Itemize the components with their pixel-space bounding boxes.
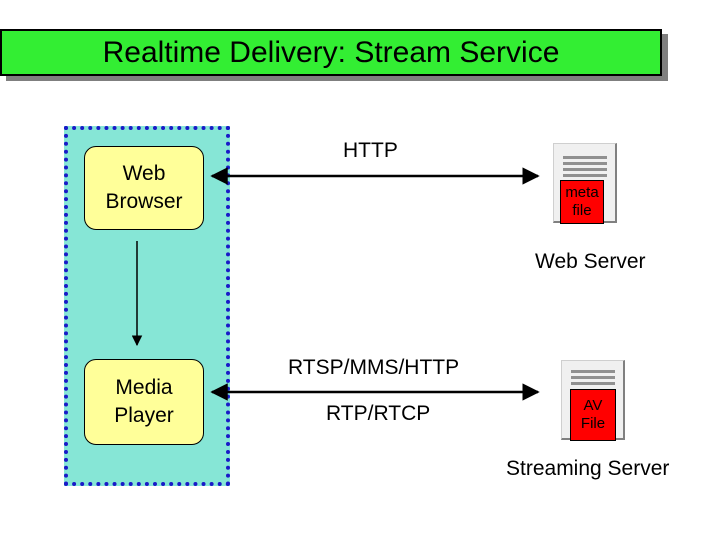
web-server-caption: Web Server (535, 250, 646, 273)
title-banner: Realtime Delivery: Stream Service (0, 29, 662, 76)
streaming-server-icon: AV File (561, 360, 625, 441)
meta-file-label: meta file (565, 184, 599, 219)
transport-protocol-label: RTP/RTCP (326, 402, 431, 425)
streaming-server-caption: Streaming Server (506, 457, 670, 480)
av-file-icon: AV File (570, 389, 616, 441)
http-label: HTTP (343, 139, 398, 162)
media-player-node: Media Player (84, 359, 204, 445)
meta-file-icon: meta file (560, 180, 604, 224)
web-browser-label: Web Browser (105, 162, 183, 213)
av-file-label: AV File (580, 397, 606, 432)
media-player-label: Media Player (114, 376, 174, 427)
web-browser-node: Web Browser (84, 146, 204, 230)
slide-title: Realtime Delivery: Stream Service (102, 35, 560, 69)
web-server-icon: meta file (553, 143, 617, 224)
control-protocol-label: RTSP/MMS/HTTP (288, 356, 460, 379)
